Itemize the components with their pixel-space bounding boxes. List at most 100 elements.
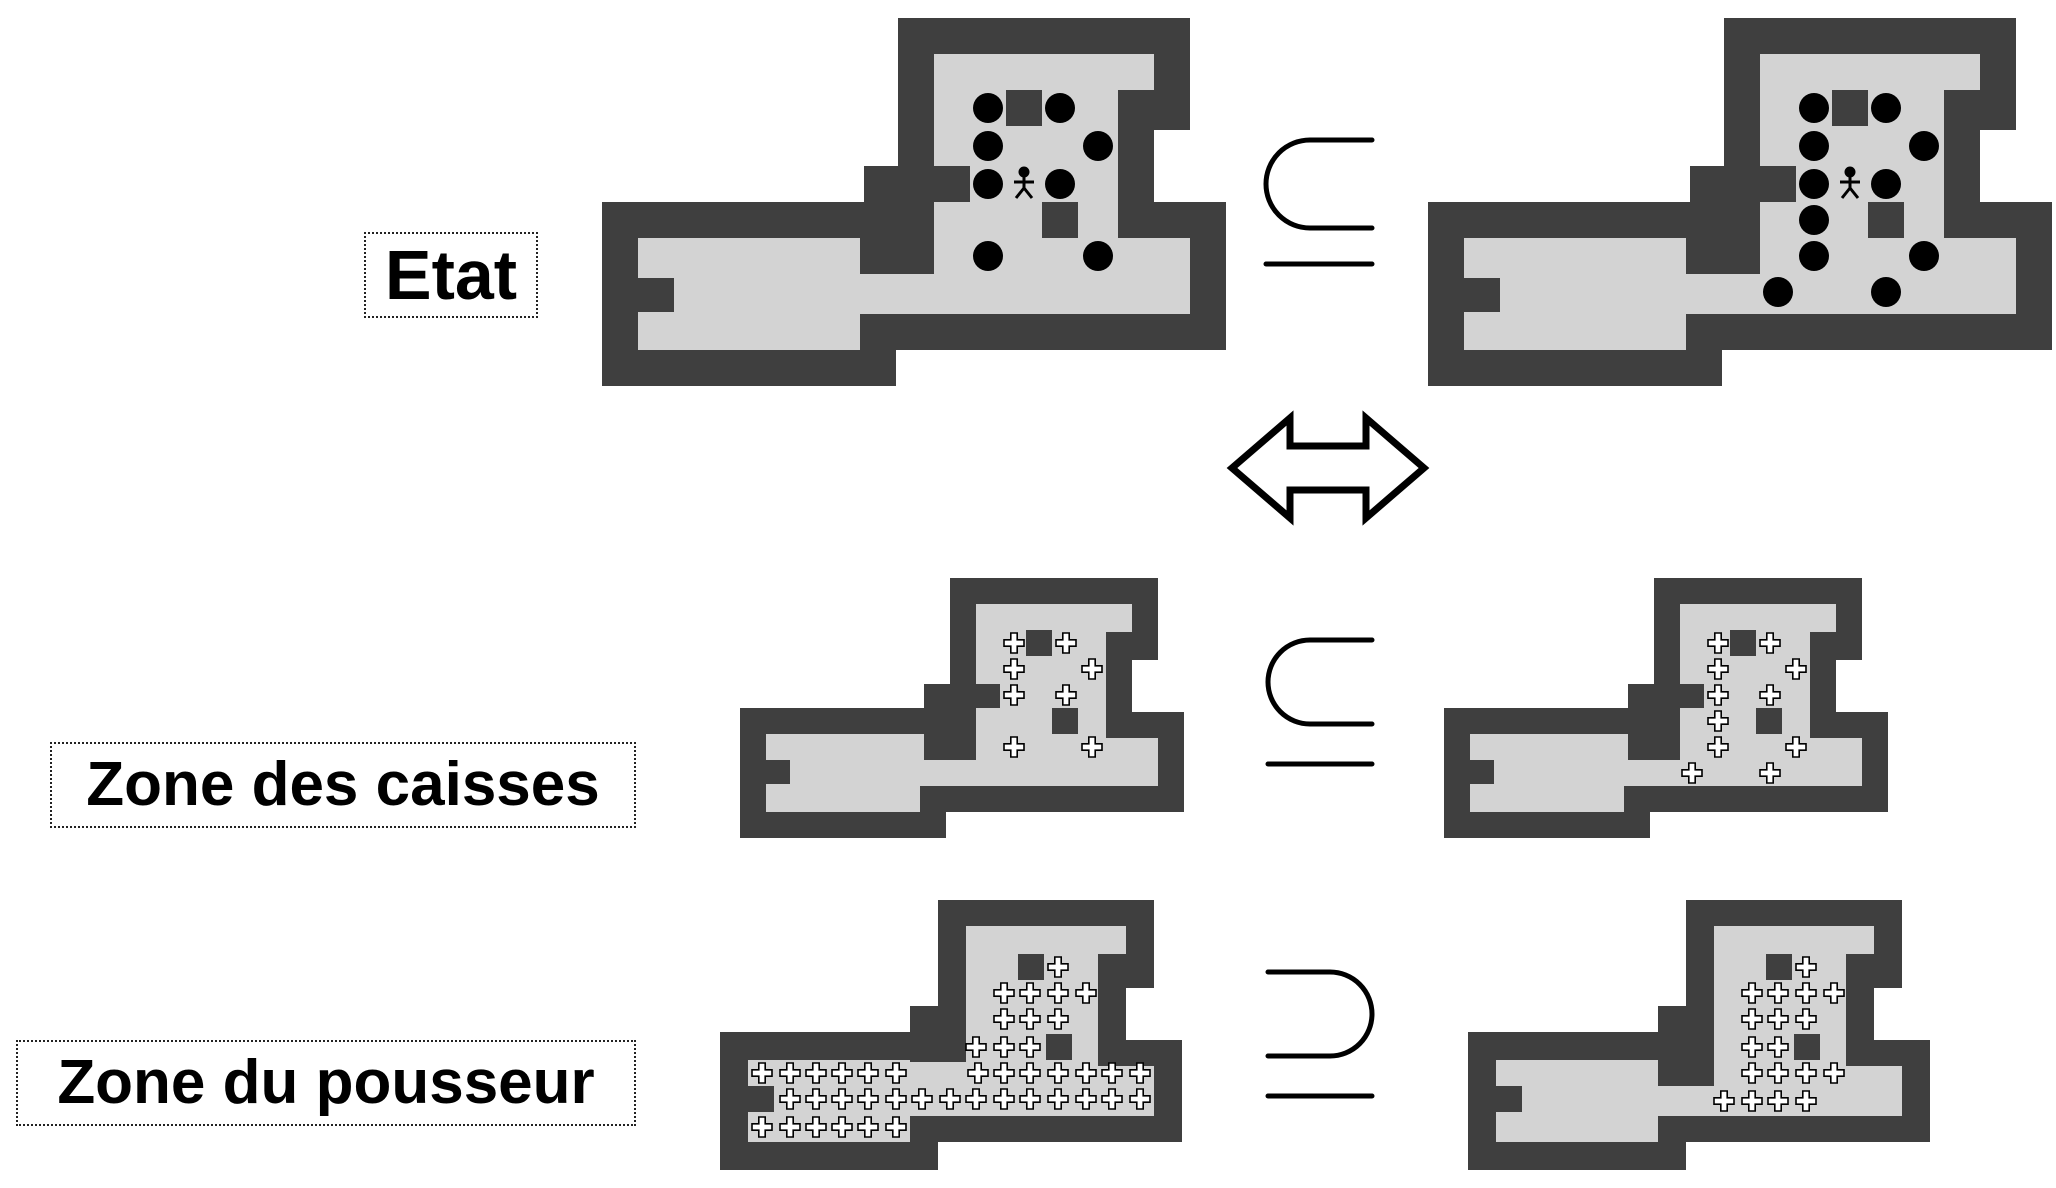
wall-block (1018, 954, 1044, 980)
plus-mark-icon (993, 1008, 1015, 1030)
wall-notch (1628, 734, 1680, 760)
label-etat: Etat (364, 232, 538, 318)
wall-block (1046, 1034, 1072, 1060)
wall-block (1006, 90, 1042, 126)
box-zone-marks (1681, 632, 1807, 784)
plus-mark-icon (1707, 710, 1729, 732)
wall-notch (976, 684, 1000, 708)
wall-notch (1686, 238, 1760, 274)
plus-mark-icon (1019, 982, 1041, 1004)
plus-mark-icon (1047, 982, 1069, 1004)
plus-mark-icon (1795, 982, 1817, 1004)
pusher-icon (1014, 166, 1034, 199)
plus-mark-icon (1101, 1088, 1123, 1110)
box (1799, 169, 1829, 199)
plus-mark-icon (751, 1116, 773, 1138)
plus-mark-icon (1767, 1008, 1789, 1030)
plus-mark-icon (831, 1088, 853, 1110)
wall-block (1868, 202, 1904, 238)
caisses-right-map (1444, 578, 1888, 838)
plus-mark-icon (1741, 1062, 1763, 1084)
wall-notch (934, 166, 970, 202)
wall-block (1832, 90, 1868, 126)
plus-mark-icon (1003, 736, 1025, 758)
plus-mark-icon (965, 1088, 987, 1110)
box (973, 93, 1003, 123)
box (1909, 241, 1939, 271)
caisses-left-map (740, 578, 1184, 838)
plus-mark-icon (1823, 982, 1845, 1004)
plus-mark-icon (965, 1036, 987, 1058)
pousseur-right-map (1468, 900, 1930, 1170)
box (973, 169, 1003, 199)
plus-mark-icon (1759, 684, 1781, 706)
plus-mark-icon (885, 1088, 907, 1110)
box (1763, 277, 1793, 307)
plus-mark-icon (1019, 1062, 1041, 1084)
plus-mark-icon (1047, 956, 1069, 978)
plus-mark-icon (805, 1088, 827, 1110)
plus-mark-icon (1759, 632, 1781, 654)
plus-mark-icon (1003, 658, 1025, 680)
plus-mark-icon (1767, 982, 1789, 1004)
plus-mark-icon (1075, 1088, 1097, 1110)
map-floor (748, 926, 1154, 1142)
wall-notch (748, 1086, 774, 1112)
etat-right-map (1428, 18, 2052, 386)
plus-mark-icon (779, 1088, 801, 1110)
plus-mark-icon (1741, 1008, 1763, 1030)
plus-mark-icon (1019, 1036, 1041, 1058)
wall-block (1052, 708, 1078, 734)
subseteq-symbol (1265, 637, 1375, 767)
plus-mark-icon (1081, 658, 1103, 680)
box (1909, 131, 1939, 161)
box-zone-marks (1003, 632, 1103, 758)
wall-notch (860, 238, 934, 274)
plus-mark-icon (1055, 632, 1077, 654)
plus-mark-icon (885, 1062, 907, 1084)
supseteq-symbol (1265, 969, 1375, 1099)
wall-block (1794, 1034, 1820, 1060)
pusher-icon (1840, 166, 1860, 199)
plus-mark-icon (1055, 684, 1077, 706)
label-zone-des-caisses: Zone des caisses (50, 742, 636, 828)
map-floor (638, 54, 1190, 350)
box (1871, 169, 1901, 199)
wall-notch (924, 734, 976, 760)
plus-mark-icon (1759, 762, 1781, 784)
plus-mark-icon (831, 1116, 853, 1138)
wall-notch (1496, 1086, 1522, 1112)
plus-mark-icon (1047, 1088, 1069, 1110)
wall-notch (1680, 684, 1704, 708)
plus-mark-icon (857, 1116, 879, 1138)
wall-notch (1658, 1060, 1714, 1086)
plus-mark-icon (1707, 632, 1729, 654)
plus-mark-icon (1785, 658, 1807, 680)
plus-mark-icon (805, 1116, 827, 1138)
wall-notch (1470, 760, 1494, 784)
plus-mark-icon (1047, 1008, 1069, 1030)
plus-mark-icon (1795, 1090, 1817, 1112)
plus-mark-icon (1707, 658, 1729, 680)
wall-notch (910, 1060, 966, 1062)
wall-notch (1686, 1006, 1714, 1032)
box (1045, 169, 1075, 199)
plus-mark-icon (1795, 956, 1817, 978)
double-arrow-icon (1226, 410, 1430, 526)
plus-mark-icon (993, 982, 1015, 1004)
plus-mark-icon (1785, 736, 1807, 758)
plus-mark-icon (1795, 1062, 1817, 1084)
plus-mark-icon (885, 1116, 907, 1138)
map-floor (1496, 926, 1902, 1142)
wall-notch (938, 1006, 966, 1032)
plus-mark-icon (1129, 1088, 1151, 1110)
box (1799, 131, 1829, 161)
map-floor (1470, 604, 1862, 812)
wall-block (1026, 630, 1052, 656)
pousseur-left-map (720, 900, 1182, 1170)
box (1799, 205, 1829, 235)
box (1083, 131, 1113, 161)
plus-mark-icon (1081, 736, 1103, 758)
